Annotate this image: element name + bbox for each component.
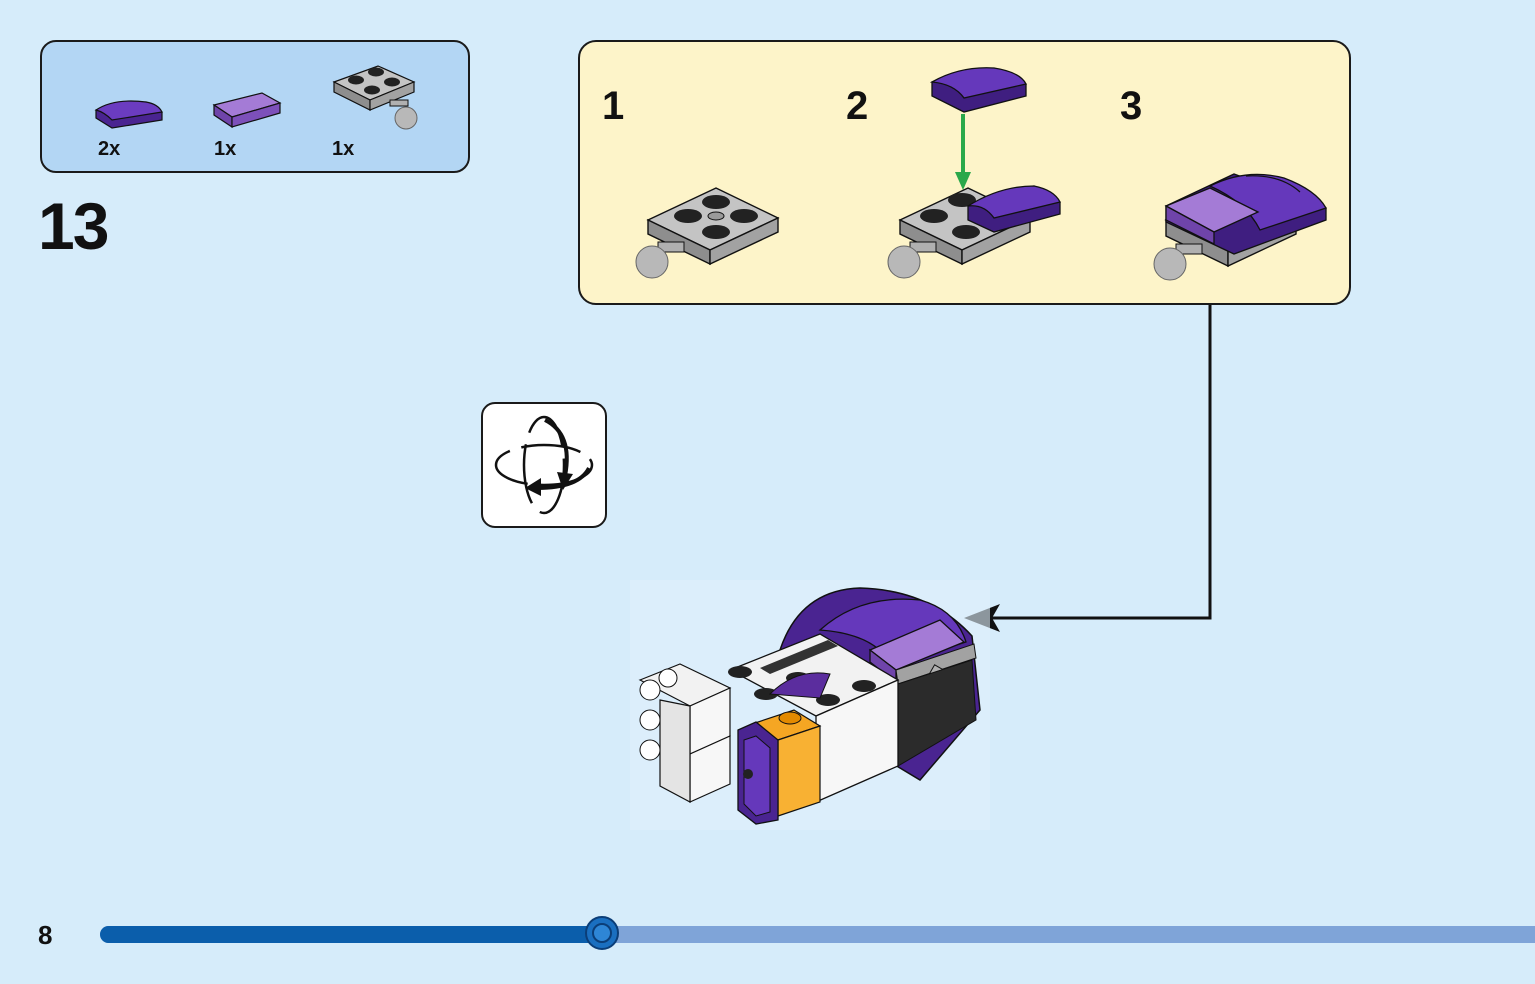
parts-list-box: 2x 1x 1x [40, 40, 470, 173]
main-model [620, 570, 1000, 835]
sub-step-2-number: 2 [846, 84, 869, 128]
rotate-model-box [481, 402, 607, 528]
step-number: 13 [38, 189, 109, 263]
sub-step-3-number: 3 [1120, 84, 1143, 128]
plate-with-ball-part [330, 60, 426, 136]
sub-step-1-plate [632, 180, 782, 289]
green-down-arrow-icon [955, 114, 971, 199]
sub-assembly-box: 1 2 3 [578, 40, 1351, 305]
sub-step-2-slope-falling [929, 64, 1030, 125]
rotate-model-icon [494, 415, 594, 515]
progress-indicator-icon [585, 916, 620, 950]
curved-slope-purple-part [94, 94, 164, 134]
progress-fill [100, 926, 603, 943]
part-qty-1: 2x [98, 138, 121, 160]
sub-step-3-assembly [1150, 166, 1330, 291]
page-number: 8 [38, 920, 53, 950]
part-qty-3: 1x [332, 138, 355, 160]
tile-lavender-part [212, 87, 284, 133]
sub-step-1-number: 1 [602, 84, 625, 128]
sub-step-2-plate [884, 180, 1064, 289]
progress-bar [100, 916, 1535, 950]
part-qty-2: 1x [214, 138, 237, 160]
